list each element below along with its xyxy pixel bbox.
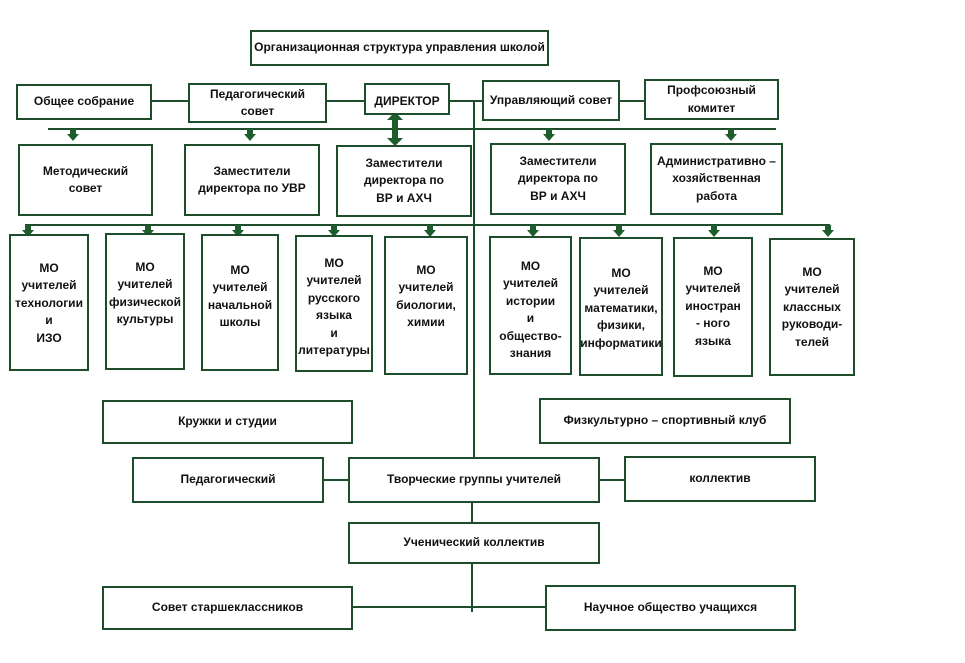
arrow-fill [543,129,555,141]
arrow-fill [22,225,34,237]
trade-union-box: Профсоюзный комитет [644,79,779,120]
mo-technology-box: МО учителей технологии и ИЗО [9,234,89,371]
connector-line [600,479,626,481]
mo-class-teachers-box: МО учителей классных руководи- телей [769,238,855,376]
arrow-fill [387,112,403,146]
arrow-fill [613,225,625,237]
managing-council-box: Управляющий совет [482,80,620,121]
top-connector-line [326,100,366,102]
down-arrow-icon [142,225,154,237]
down-arrow-icon [613,225,625,237]
vertical-trunk-line [473,100,475,457]
arrow-fill [232,225,244,237]
top-connector-line [150,100,190,102]
clubs-studios-box: Кружки и студии [102,400,353,444]
down-arrow-icon [527,225,539,237]
ped-council-box: Педагогический совет [188,83,327,123]
connector-line [324,479,350,481]
arrow-fill [424,225,436,237]
mo-math-physics-box: МО учителей математики, физики, информат… [579,237,663,376]
scientific-society-box: Научное общество учащихся [545,585,796,631]
pedagogical-box: Педагогический [132,457,324,503]
top-connector-line [448,100,484,102]
chart-title-box: Организационная структура управления шко… [250,30,549,66]
mo-foreign-language-box: МО учителей иностран - ного языка [673,237,753,377]
top-connector-line [618,100,646,102]
deputies-vr-ahch-box: Заместители директора по ВР и АХЧ [490,143,626,215]
mo-primary-school-box: МО учителей начальной школы [201,234,279,371]
down-arrow-icon [22,225,34,237]
down-arrow-icon [67,129,79,141]
creative-groups-box: Творческие группы учителей [348,457,600,503]
arrow-fill [142,225,154,237]
down-arrow-icon [725,129,737,141]
mo-physical-culture-box: МО учителей физической культуры [105,233,185,370]
arrow-fill [822,225,834,237]
mo-history-box: МО учителей истории и общество- знания [489,236,572,375]
down-arrow-icon [244,129,256,141]
down-arrow-icon [328,225,340,237]
arrow-fill [708,225,720,237]
arrow-fill [527,225,539,237]
deputies-vr-ahch-box: Заместители директора по ВР и АХЧ [336,145,472,217]
down-arrow-icon [708,225,720,237]
down-arrow-icon [424,225,436,237]
down-arrow-icon [822,225,834,237]
mo-russian-language-box: МО учителей русского языка и литературы [295,235,373,372]
collective-box: коллектив [624,456,816,502]
vertical-trunk-line [471,502,473,523]
vertical-trunk-line [471,562,473,612]
admin-economic-box: Административно – хозяйственная работа [650,143,783,215]
sports-club-box: Физкультурно – спортивный клуб [539,398,791,444]
down-arrow-icon [543,129,555,141]
methodical-council-box: Методический совет [18,144,153,216]
director-box: ДИРЕКТОР [364,83,450,115]
arrow-fill [328,225,340,237]
mo-biology-chemistry-box: МО учителей биологии, химии [384,236,468,375]
arrow-fill [725,129,737,141]
arrow-fill [244,129,256,141]
connector-line [353,606,546,608]
arrow-fill [67,129,79,141]
double-arrow-icon [387,112,403,146]
down-arrow-icon [232,225,244,237]
deputies-uvr-box: Заместители директора по УВР [184,144,320,216]
senior-council-box: Совет старшеклассников [102,586,353,630]
general-meeting-box: Общее собрание [16,84,152,120]
student-body-box: Ученический коллектив [348,522,600,564]
bus-line-upper [48,128,776,130]
